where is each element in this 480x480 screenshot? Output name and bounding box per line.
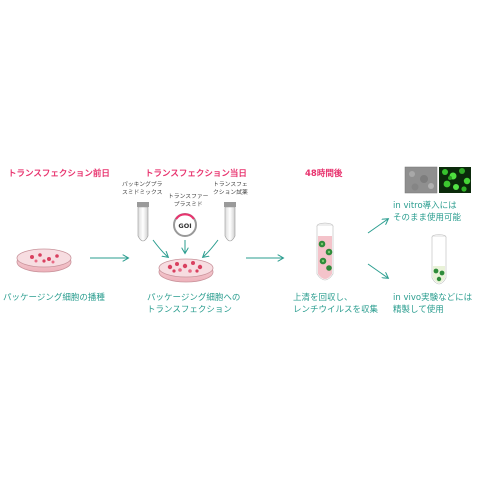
label-packaging-mix: パッキングプラスミドミックス <box>122 182 163 196</box>
header-48h: 48時間後 <box>305 169 343 179</box>
caption-collect: 上清を回収し、レンチウイルスを収集 <box>293 293 379 315</box>
brightfield-image <box>404 166 438 194</box>
header-day-of: トランスフェクション当日 <box>145 169 247 179</box>
tube-packaging-mix <box>137 202 149 242</box>
arrow-mix <box>152 239 168 257</box>
caption-in-vitro: in vitro導入にはそのまま使用可能 <box>393 201 462 223</box>
purified-tube <box>431 234 447 285</box>
goi-label: GOI <box>178 222 191 230</box>
collection-tube <box>316 222 334 281</box>
header-day-before: トランスフェクション前日 <box>8 169 110 179</box>
caption-transfection: パッケージング細胞へのトランスフェクション <box>147 293 241 315</box>
caption-in-vivo: in vivo実験などには精製して使用 <box>393 293 473 315</box>
label-transfection-reagent: トランスフェクション試薬 <box>213 182 248 196</box>
culture-dish-seeding <box>16 248 72 273</box>
fluorescence-image <box>439 167 471 193</box>
label-transfer-plasmid: トランスファープラスミド <box>168 194 209 208</box>
arrow-to-invitro <box>367 219 388 234</box>
culture-dish-transfection <box>158 258 214 283</box>
arrow-to-invivo <box>367 263 388 278</box>
caption-seeding: パッケージング細胞の播種 <box>3 293 105 303</box>
plasmid-goi <box>173 213 197 237</box>
arrow-reagent <box>203 239 219 257</box>
tube-transfection-reagent <box>224 202 236 242</box>
